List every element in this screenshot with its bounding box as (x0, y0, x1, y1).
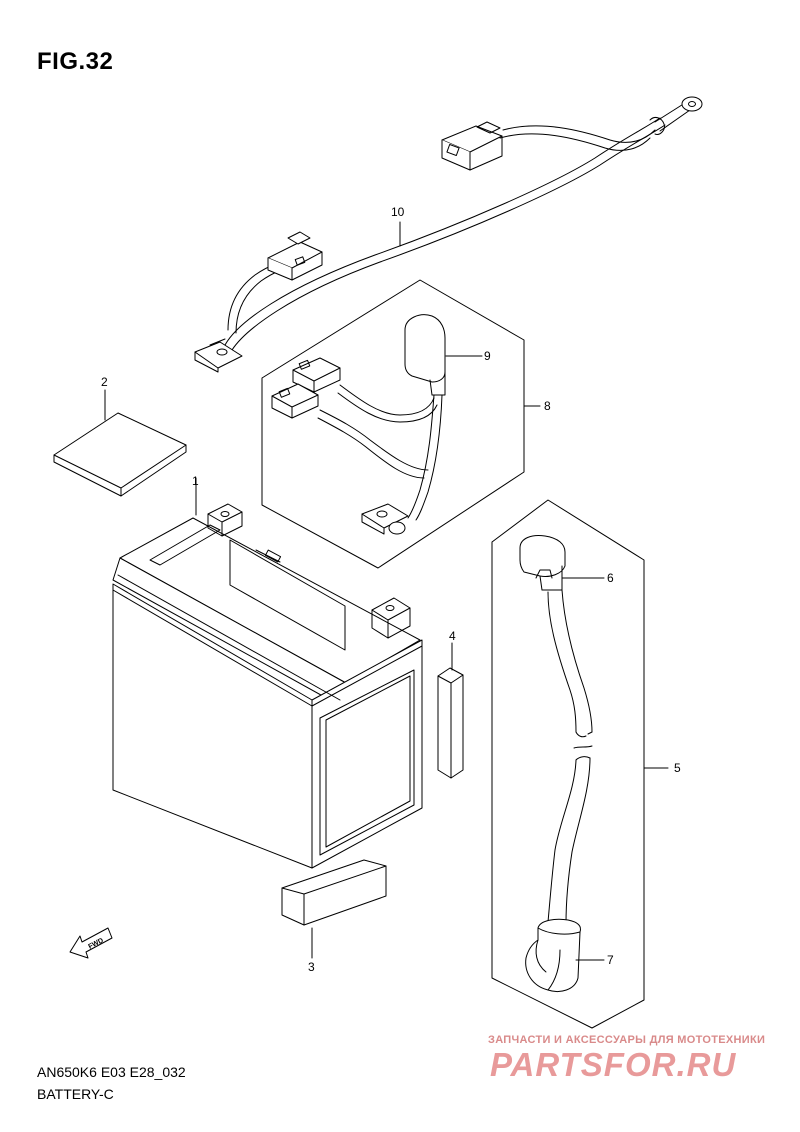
callout-4: 4 (449, 629, 456, 643)
callout-5: 5 (674, 761, 681, 775)
section-name: BATTERY-C (37, 1086, 114, 1102)
part-3-pad (281, 859, 387, 926)
callout-7: 7 (607, 953, 614, 967)
callout-1: 1 (192, 474, 199, 488)
callout-6: 6 (607, 571, 614, 585)
fig-title: FIG.32 (37, 48, 114, 75)
part-9-harness (271, 314, 446, 535)
part-4-strip (437, 667, 464, 779)
part-1-battery (112, 503, 423, 869)
callout-3: 3 (308, 960, 315, 974)
callout-2: 2 (101, 375, 108, 389)
callout-8: 8 (544, 399, 551, 413)
leader-lines (104, 221, 669, 961)
part-2-pad (53, 412, 187, 497)
watermark-logo: PARTSFOR.RU (490, 1046, 737, 1083)
model-code: AN650K6 E03 E28_032 (37, 1064, 186, 1080)
watermark-tagline: ЗАПЧАСТИ И АКСЕССУАРЫ ДЛЯ МОТОТЕХНИКИ (488, 1034, 766, 1046)
fwd-arrow-icon (69, 927, 113, 959)
callout-10: 10 (391, 205, 405, 219)
part-8-kit-box (261, 279, 525, 569)
callout-9: 9 (484, 349, 491, 363)
part-5-kit-box (491, 499, 645, 1029)
part-10-harness (194, 96, 703, 373)
part-5-cable (519, 535, 593, 992)
